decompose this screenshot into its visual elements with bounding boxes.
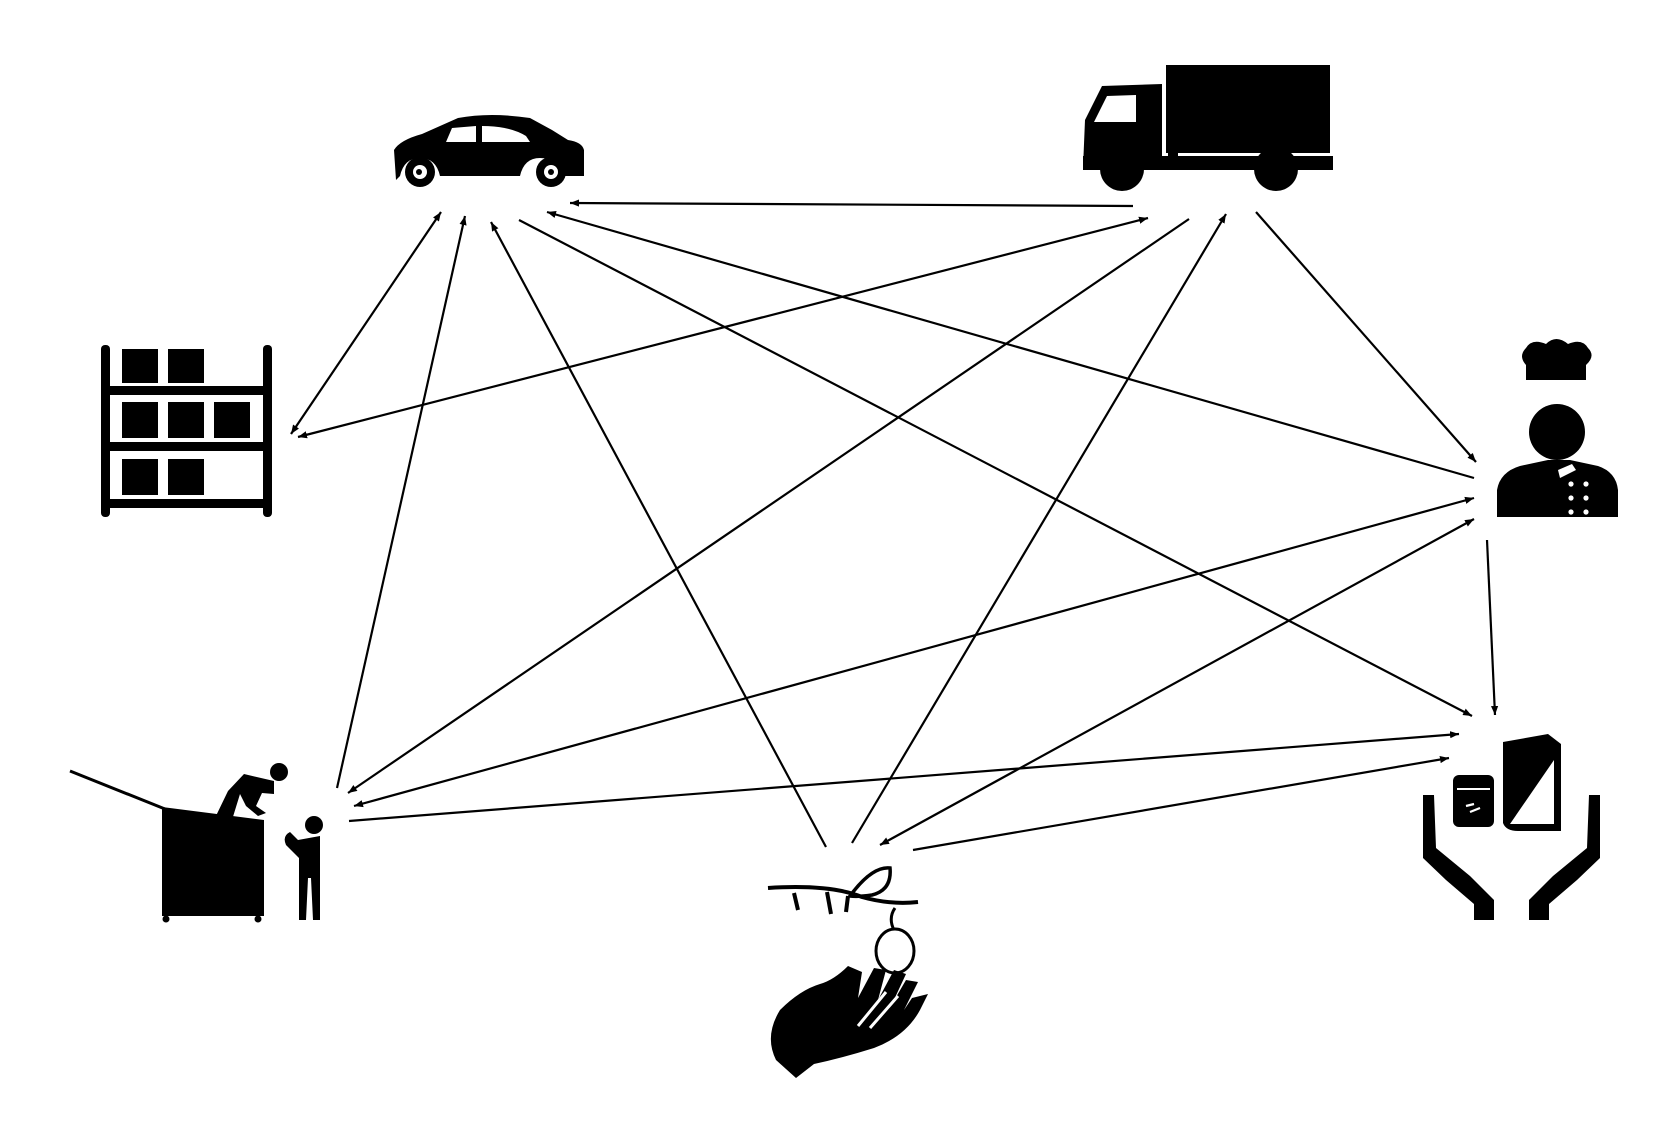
edge-dumpster-to-car [335, 215, 467, 789]
truck-icon [1083, 65, 1333, 191]
edge-shelf-car [290, 211, 442, 435]
edge-truck-shelf [297, 216, 1149, 439]
edges-group [290, 199, 1499, 852]
edge-harvest-chef [879, 518, 1475, 846]
edge-harvest-to-foodbank [912, 755, 1450, 852]
food-donation-hands-icon [1423, 734, 1600, 920]
car-icon [394, 115, 584, 187]
edge-chef-to-car [546, 210, 1475, 480]
edge-dumpster-to-foodbank [348, 731, 1460, 823]
harvest-hand-icon [767, 866, 928, 1078]
edge-truck-to-car [569, 199, 1134, 208]
edge-truck-to-dumpster [347, 218, 1190, 794]
edge-dumpster-chef [353, 496, 1475, 808]
edge-truck-to-chef [1255, 211, 1477, 463]
edge-harvest-to-car [490, 221, 827, 848]
edge-chef-to-foodbank [1485, 539, 1499, 716]
dumpster-diver-icon [69, 763, 323, 923]
warehouse-shelf-icon [101, 345, 272, 517]
edge-harvest-to-truck [851, 213, 1227, 844]
chef-icon [1497, 339, 1618, 517]
